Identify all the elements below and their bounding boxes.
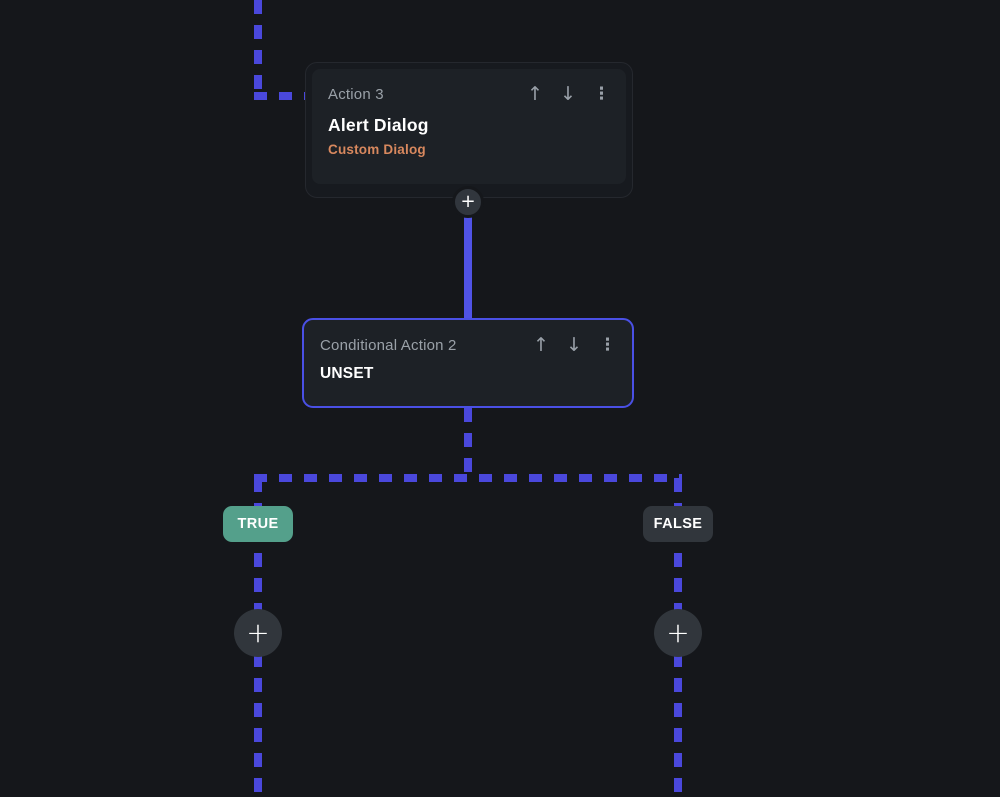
- move-down-icon[interactable]: ↓: [566, 333, 582, 356]
- plus-icon: +: [666, 616, 690, 649]
- plus-icon: +: [246, 616, 270, 649]
- action-card-header-label: Action 3: [328, 85, 384, 103]
- conditional-title: UNSET: [320, 365, 374, 382]
- more-menu-icon[interactable]: ⋮: [599, 334, 616, 355]
- true-branch-badge: TRUE: [223, 506, 293, 542]
- conditional-action-card[interactable]: Conditional Action 2 ↑ ↓ ⋮ UNSET: [302, 318, 634, 408]
- action-title: Alert Dialog: [328, 115, 429, 135]
- incoming-connector-horizontal: [254, 92, 306, 100]
- action-card-header: Action 3 ↑ ↓ ⋮: [328, 82, 610, 106]
- move-up-icon[interactable]: ↑: [527, 82, 544, 105]
- connector-solid: [464, 214, 472, 318]
- false-branch-badge: FALSE: [643, 506, 713, 542]
- move-down-icon[interactable]: ↓: [560, 82, 576, 105]
- more-menu-icon[interactable]: ⋮: [593, 83, 610, 104]
- action-card-body[interactable]: Action 3 ↑ ↓ ⋮ Alert Dialog Custom Dialo…: [312, 69, 626, 184]
- action-card-toolbar: ↑ ↓ ⋮: [527, 82, 610, 105]
- add-true-action-button[interactable]: +: [234, 609, 282, 657]
- add-false-action-button[interactable]: +: [654, 609, 702, 657]
- plus-icon: +: [460, 191, 476, 212]
- incoming-connector-vertical: [254, 0, 262, 100]
- conditional-card-header: Conditional Action 2 ↑ ↓ ⋮: [320, 333, 616, 357]
- move-up-icon[interactable]: ↑: [533, 333, 550, 356]
- branch-split-connector: [254, 474, 682, 482]
- action-subtitle: Custom Dialog: [328, 142, 426, 157]
- conditional-card-header-label: Conditional Action 2: [320, 336, 457, 354]
- conditional-card-toolbar: ↑ ↓ ⋮: [533, 333, 616, 356]
- add-action-button[interactable]: +: [452, 186, 484, 218]
- conditional-output-connector: [464, 408, 472, 478]
- action-card[interactable]: Action 3 ↑ ↓ ⋮ Alert Dialog Custom Dialo…: [305, 62, 633, 198]
